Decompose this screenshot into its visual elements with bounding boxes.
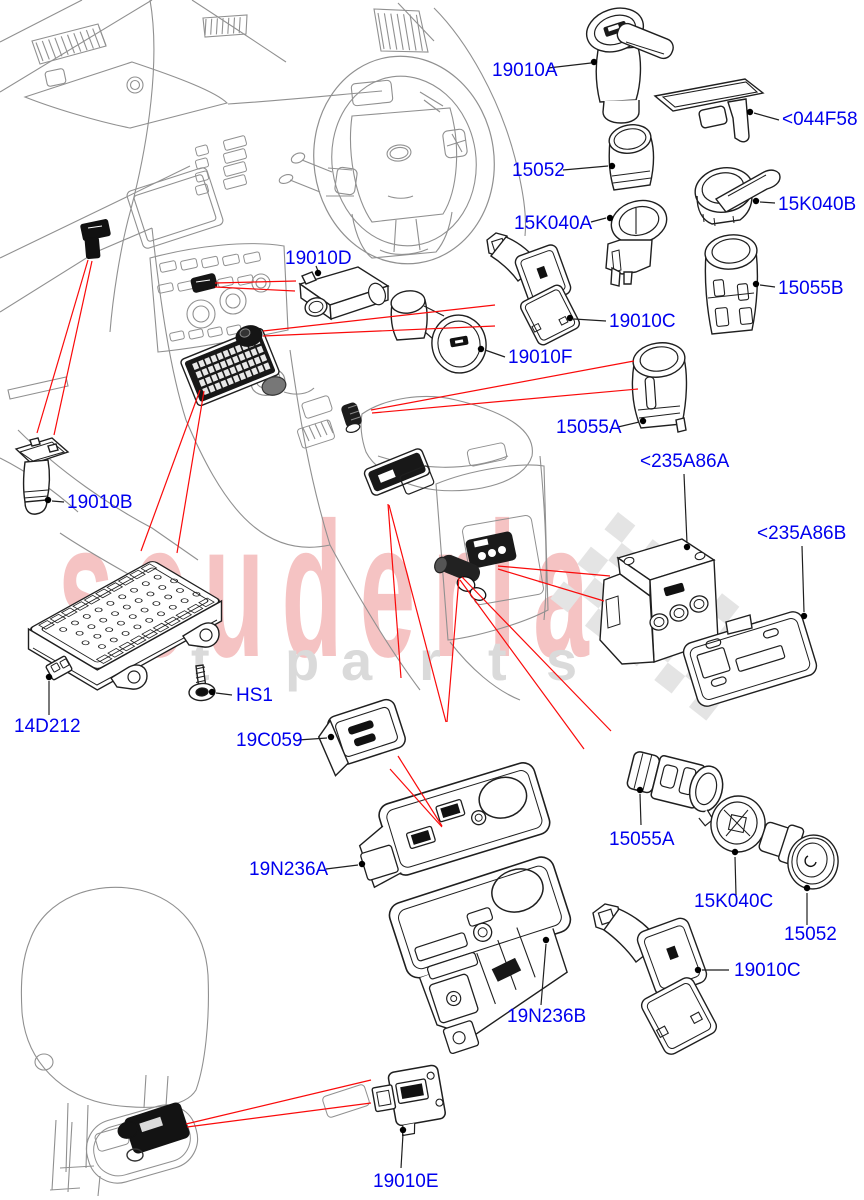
svg-text:15K040B: 15K040B bbox=[778, 194, 856, 215]
svg-text:15K040A: 15K040A bbox=[514, 213, 593, 234]
svg-text:19010B: 19010B bbox=[67, 492, 133, 513]
svg-text:15055B: 15055B bbox=[778, 278, 844, 299]
svg-text:15052: 15052 bbox=[784, 924, 837, 945]
svg-text:15055A: 15055A bbox=[556, 417, 622, 438]
svg-text:p: p bbox=[285, 629, 319, 692]
svg-text:19010F: 19010F bbox=[508, 347, 572, 368]
svg-text:19N236B: 19N236B bbox=[507, 1006, 586, 1027]
svg-text:<235A86A: <235A86A bbox=[640, 451, 730, 472]
svg-text:<044F58: <044F58 bbox=[782, 109, 858, 130]
svg-text:19010E: 19010E bbox=[373, 1171, 439, 1192]
svg-text:a: a bbox=[341, 629, 373, 692]
svg-text:19010A: 19010A bbox=[492, 60, 558, 81]
svg-text:<235A86B: <235A86B bbox=[757, 523, 846, 544]
svg-text:19N236A: 19N236A bbox=[249, 859, 329, 880]
svg-text:15052: 15052 bbox=[512, 160, 565, 181]
svg-text:19010D: 19010D bbox=[285, 248, 352, 269]
svg-text:15055A: 15055A bbox=[609, 829, 675, 850]
svg-text:HS1: HS1 bbox=[236, 685, 273, 706]
svg-text:15K040C: 15K040C bbox=[694, 891, 773, 912]
svg-text:19010C: 19010C bbox=[734, 960, 801, 981]
svg-text:19C059: 19C059 bbox=[236, 730, 303, 751]
svg-text:19010C: 19010C bbox=[609, 311, 676, 332]
svg-text:s: s bbox=[546, 629, 577, 692]
svg-text:t: t bbox=[488, 629, 507, 692]
svg-text:14D212: 14D212 bbox=[14, 716, 81, 737]
